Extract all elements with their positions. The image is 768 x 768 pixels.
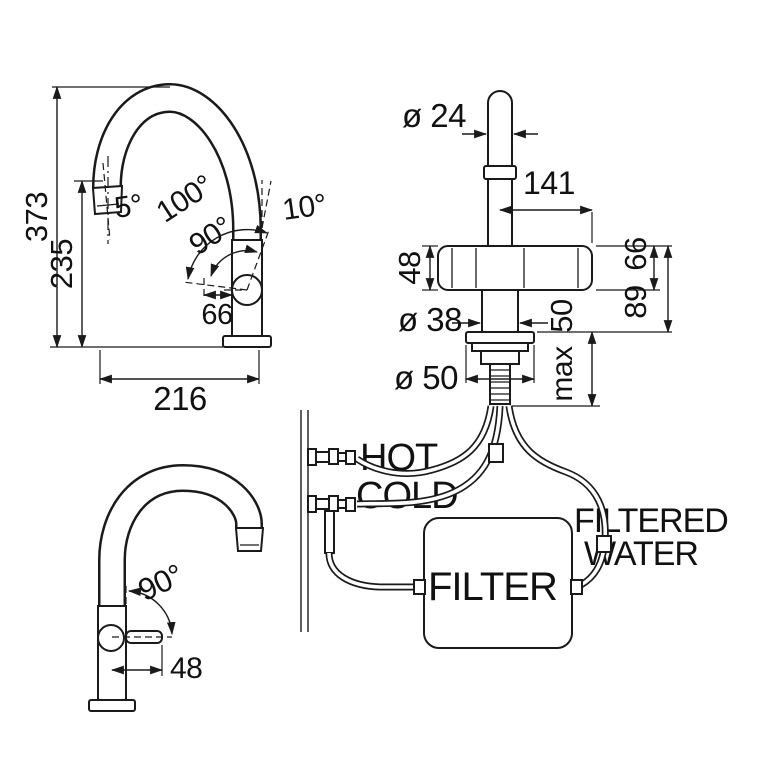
dim-lower-body-label: 89 <box>618 285 653 318</box>
cold-supply-hose <box>356 405 504 508</box>
base-flange <box>465 331 535 344</box>
filter-inlet-hose <box>325 552 418 591</box>
angle-outlet: 5° <box>102 156 144 244</box>
dim-spout-height-label: 235 <box>44 239 79 289</box>
front-view: ø 24 141 48 66 89 ø 38 <box>392 90 673 408</box>
faucet-body <box>97 605 127 701</box>
wall-line <box>300 410 309 632</box>
faucet-base <box>222 335 272 348</box>
dim-lower-body: 89 <box>537 244 673 334</box>
dim-handle-height: 48 <box>392 244 438 292</box>
dim-base-diameter-label: ø 50 <box>394 359 458 396</box>
filter-inlet-port <box>413 579 426 595</box>
dim-handle-height-label: 48 <box>392 251 427 284</box>
dim-spout-diameter-label: ø 24 <box>402 97 466 134</box>
handle-view: 90° 48 <box>88 463 265 712</box>
angle-tilt: 10° <box>261 180 328 229</box>
dim-handle-length-label: 48 <box>170 652 202 685</box>
dim-upper-body-label: 66 <box>618 237 653 270</box>
side-view: 373 235 66 216 5° 100° <box>19 82 328 417</box>
faucet-base <box>88 699 136 712</box>
angle-handle-swing-label: 90° <box>133 557 189 608</box>
filtered-water-hose <box>505 405 609 589</box>
cold-tee-pipe <box>324 510 335 554</box>
hose-connector <box>596 535 612 553</box>
filter-label: FILTER <box>428 565 557 609</box>
faucet-side-outline <box>91 82 272 348</box>
angle-outlet-label: 5° <box>112 188 144 225</box>
cold-valve <box>307 495 356 554</box>
dim-column-diameter-label: ø 38 <box>398 301 462 338</box>
dim-reach: 216 <box>98 350 261 417</box>
dim-total-height-label: 373 <box>19 192 54 242</box>
angle-tilt-label: 10° <box>280 188 328 227</box>
dim-max-text-label: max <box>546 346 579 402</box>
hot-supply-hose <box>355 405 495 477</box>
hot-valve <box>307 448 356 466</box>
dim-spout-diameter: ø 24 <box>402 97 538 139</box>
dim-max-thickness: 50 max <box>512 299 600 408</box>
spout-collar <box>483 165 517 180</box>
installation-diagram: HOT COLD FILTERED WATER <box>300 405 729 649</box>
body-column <box>481 289 519 333</box>
dim-max-value-label: 50 <box>544 299 579 333</box>
dim-reach-center-label: 141 <box>523 165 575 201</box>
mounting-nut <box>480 350 520 365</box>
dim-handle-length: 48 <box>110 645 203 685</box>
dim-offset-label: 66 <box>201 299 232 331</box>
hose-connector <box>488 443 504 463</box>
dim-column-diameter: ø 38 <box>398 301 548 338</box>
dim-reach-label: 216 <box>153 380 207 417</box>
spout-outlet <box>234 527 265 552</box>
handle-joint <box>97 624 125 652</box>
dim-upper-body: 66 <box>596 237 672 292</box>
dim-reach-center: 141 <box>498 165 594 243</box>
mounting-washer <box>471 342 529 352</box>
cross-body <box>437 245 593 291</box>
filter-outlet-port <box>570 579 583 595</box>
dim-offset: 66 <box>201 278 233 331</box>
dim-base-diameter: ø 50 <box>394 345 536 396</box>
dim-spout-height: 235 <box>44 179 103 349</box>
filter-unit: FILTER <box>413 517 583 649</box>
dim-total-height: 373 <box>19 85 223 349</box>
